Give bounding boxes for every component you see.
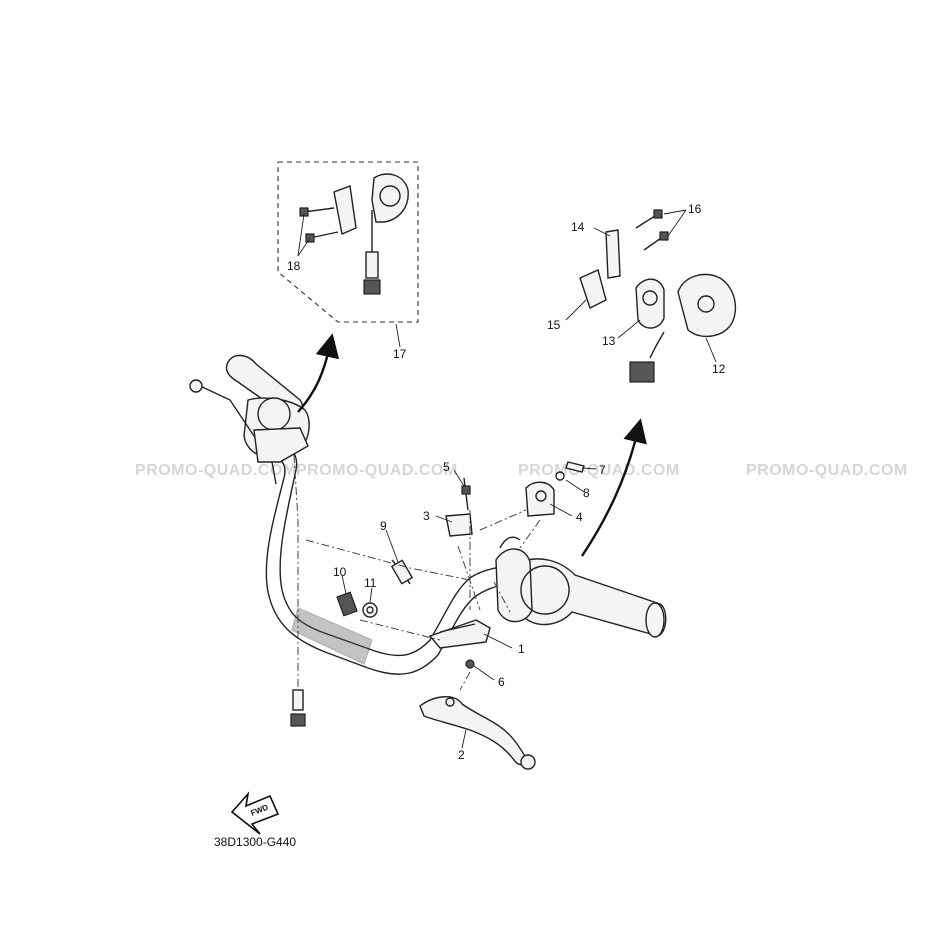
reference-arrows [297,333,647,557]
watermark-text: PROMO-QUAD.COM [518,462,680,479]
left-grip-assembly [189,354,310,485]
right-switch-exploded [579,209,737,383]
clutch-lever-assembly [419,619,536,770]
callout-16: 16 [688,202,702,216]
assembly-lines [305,509,541,691]
fwd-arrow-icon: FWD [230,791,280,835]
watermark-text: PROMO-QUAD.COM [135,462,297,479]
callout-13: 13 [602,334,616,348]
callout-18: 18 [287,259,301,273]
callout-11: 11 [364,576,377,590]
callout-12: 12 [712,362,726,376]
small-parts [336,461,585,618]
callout-8: 8 [583,486,590,500]
callout-labels: 1 2 3 4 5 6 7 8 9 10 11 12 13 14 15 16 1… [287,202,726,762]
right-grip-assembly [495,536,667,638]
callout-17: 17 [393,347,407,361]
callout-4: 4 [576,510,583,524]
callout-14: 14 [571,220,585,234]
callout-15: 15 [547,318,561,332]
left-switch-wire [290,454,306,727]
watermark-strip: PROMO-QUAD.COM PROMO-QUAD.COM PROMO-QUAD… [135,462,908,479]
handlebar [257,431,507,675]
callout-3: 3 [423,509,430,523]
callout-7: 7 [599,463,606,477]
callout-6: 6 [498,675,505,689]
callout-10: 10 [333,565,347,579]
inset-front-brake-switch [277,161,419,323]
watermark-text: PROMO-QUAD.COM [296,462,458,479]
callout-leaders [341,209,717,749]
diagram-code: 38D1300-G440 [214,835,296,849]
callout-1: 1 [518,642,525,656]
callout-9: 9 [380,519,387,533]
callout-2: 2 [458,748,465,762]
callout-5: 5 [443,460,450,474]
watermark-text: PROMO-QUAD.COM [746,462,908,479]
